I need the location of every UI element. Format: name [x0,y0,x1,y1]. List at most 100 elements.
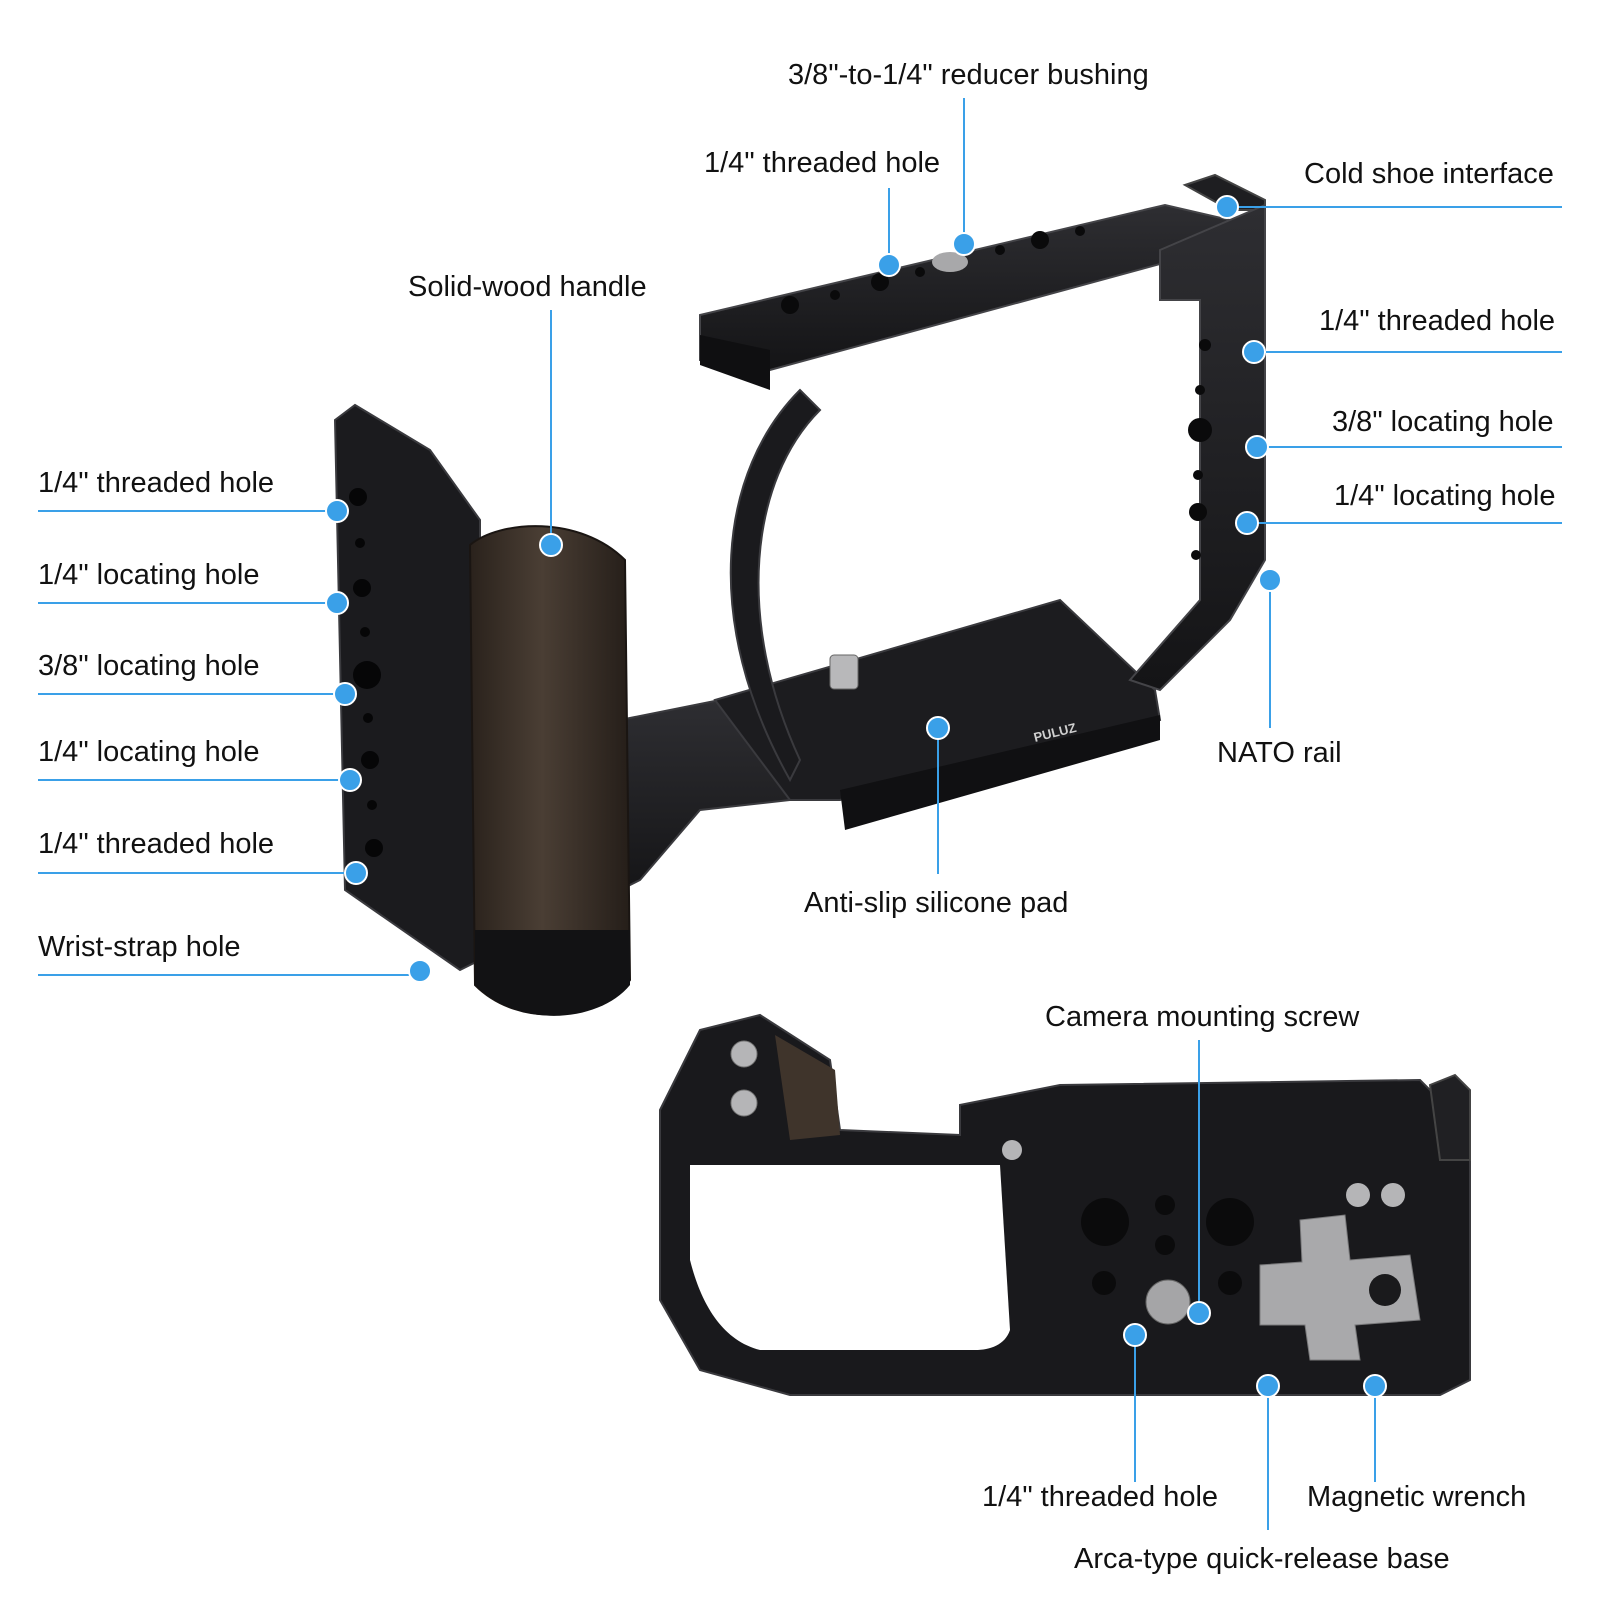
callout-nato-rail: NATO rail [1217,568,1342,769]
bottom-hole [1155,1195,1175,1215]
callout-arca-base: Arca-type quick-release base [1074,1374,1450,1575]
callout-label: 1/4" threaded hole [1319,305,1555,337]
callout-right-14-locating: 1/4" locating hole [1235,480,1562,535]
wrench-screw [1346,1183,1370,1207]
cage-right-frame [1128,203,1266,692]
top-plate-hole [1075,226,1085,236]
reducer-bushing-part [932,252,968,272]
callout-dot [1187,1301,1211,1325]
callout-dot [539,533,563,557]
wrench-hole [1369,1274,1401,1306]
callout-right-threaded-hole: 1/4" threaded hole [1242,305,1562,364]
callout-dot [325,591,349,615]
wrench-screw [1381,1183,1405,1207]
callout-label: 1/4" locating hole [38,736,260,768]
bottom-cage-window [690,1165,1010,1350]
callout-top-threaded-hole: 1/4" threaded hole [704,147,940,277]
callout-anti-slip-pad: Anti-slip silicone pad [804,716,1068,919]
bottom-wood-grip [775,1035,840,1140]
bottom-mount-screw [1145,1279,1191,1325]
callout-label: Magnetic wrench [1307,1481,1526,1513]
callout-label: Wrist-strap hole [38,931,241,963]
callout-label: Camera mounting screw [1045,1001,1360,1033]
callout-dot [1235,511,1259,535]
bottom-cold-shoe-tab [1428,1073,1471,1161]
plate-hole [360,627,370,637]
handle-screw [730,1040,758,1068]
plate-hole [363,713,373,723]
callout-dot [1215,195,1239,219]
callout-label: 1/4" threaded hole [982,1481,1218,1513]
callout-dot [926,716,950,740]
top-plate-front-face [700,335,770,390]
callout-label: Arca-type quick-release base [1074,1543,1450,1575]
plate-hole [365,839,383,857]
top-plate-hole [830,290,840,300]
frame-screw [1002,1140,1022,1160]
bottom-hole [1206,1198,1254,1246]
callout-dot [344,861,368,885]
callout-dot [338,768,362,792]
bottom-hole [1092,1271,1116,1295]
callout-label: Cold shoe interface [1304,158,1554,190]
callout-cold-shoe: Cold shoe interface [1215,158,1562,219]
magnetic-wrench-part [1259,1214,1421,1361]
callout-label: 1/4" threaded hole [704,147,940,179]
callout-bottom-threaded-hole: 1/4" threaded hole [982,1323,1218,1513]
plate-hole [353,579,371,597]
right-frame-hole [1193,470,1203,480]
callout-label: Solid-wood handle [408,271,647,303]
right-frame-hole [1191,550,1201,560]
callout-dot [325,499,349,523]
callout-label: Anti-slip silicone pad [804,887,1068,919]
base-plate-front [840,715,1160,830]
callout-dot [1363,1374,1387,1398]
bottom-hole [1081,1198,1129,1246]
callout-dot [1258,568,1282,592]
right-frame-hole [1188,418,1212,442]
callout-wrist-strap-hole: Wrist-strap hole [38,931,432,983]
top-plate-hole [871,273,889,291]
plate-hole [353,661,381,689]
handle-screw [730,1089,758,1117]
callout-label: 1/4" threaded hole [38,467,274,499]
callout-dot [408,959,432,983]
callout-dot [1242,340,1266,364]
callout-dot [952,232,976,256]
callouts: 3/8"-to-1/4" reducer bushing 1/4" thread… [38,59,1562,1575]
callout-left-38-locating: 3/8" locating hole [38,650,357,706]
callout-solid-wood-handle: Solid-wood handle [408,271,647,557]
base-mount-screw [829,654,859,690]
callout-label: 3/8"-to-1/4" reducer bushing [788,59,1149,91]
right-frame-hole [1199,339,1211,351]
top-plate-hole [1031,231,1049,249]
bottom-hole [1155,1235,1175,1255]
callout-label: 3/8" locating hole [38,650,260,682]
callout-label: 1/4" threaded hole [38,828,274,860]
plate-hole [355,538,365,548]
callout-dot [877,253,901,277]
callout-label: 1/4" locating hole [38,559,260,591]
top-plate-hole [915,267,925,277]
bottom-hole [1218,1271,1242,1295]
callout-left-threaded-hole-2: 1/4" threaded hole [38,828,368,885]
callout-dot [1123,1323,1147,1347]
callout-left-threaded-hole-1: 1/4" threaded hole [38,467,349,523]
callout-label: 3/8" locating hole [1332,406,1554,438]
callout-label: 1/4" locating hole [1334,480,1556,512]
right-frame-hole [1189,503,1207,521]
plate-hole [367,800,377,810]
callout-dot [1245,435,1269,459]
cage-side-ring [729,388,822,783]
callout-left-14-locating-2: 1/4" locating hole [38,736,362,792]
callout-label: NATO rail [1217,737,1342,769]
callout-camera-mounting-screw: Camera mounting screw [1045,1001,1360,1325]
plate-hole [361,751,379,769]
callout-left-14-locating-1: 1/4" locating hole [38,559,349,615]
callout-dot [333,682,357,706]
handle-base-cap [475,930,630,1016]
callout-reducer-bushing: 3/8"-to-1/4" reducer bushing [788,59,1149,256]
callout-dot [1256,1374,1280,1398]
camera-cage-bottom-view [659,1013,1471,1396]
